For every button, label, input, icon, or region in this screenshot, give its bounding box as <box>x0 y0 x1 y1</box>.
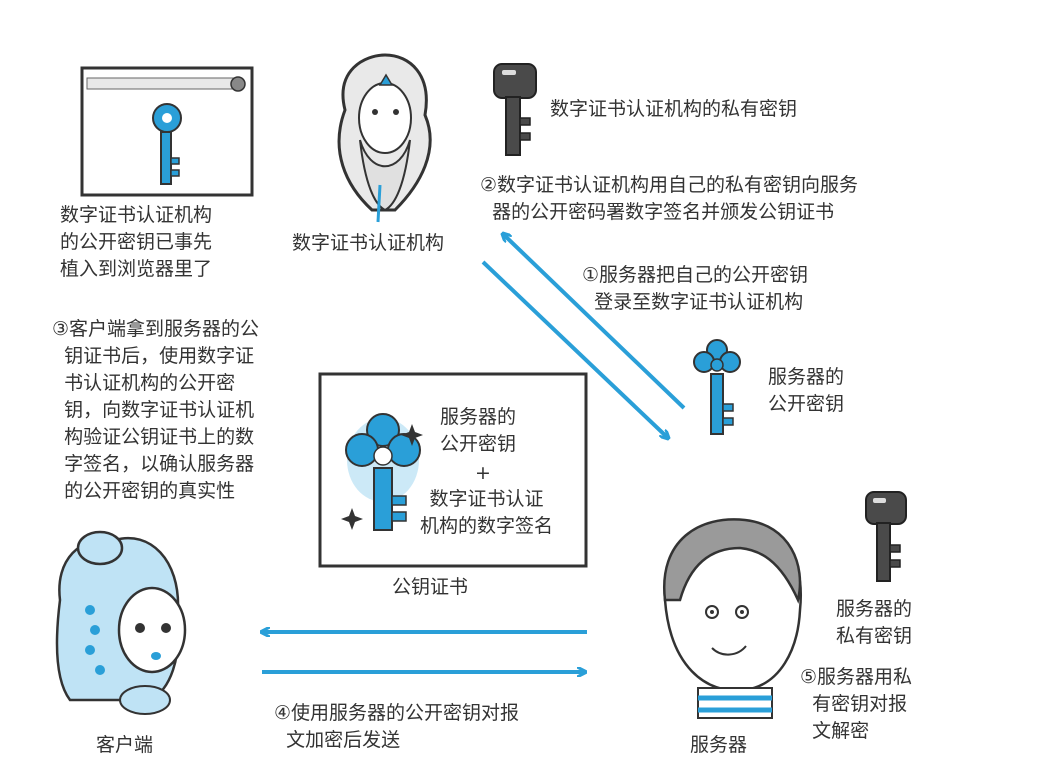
ca-private-key-icon <box>493 63 537 156</box>
step1-text: ①服务器把自己的公开密钥 登录至数字证书认证机构 <box>582 264 809 313</box>
arrow-server-to-ca <box>503 234 686 410</box>
certificate-public-key-text: 服务器的 公开密钥 <box>440 406 517 455</box>
arrow-ca-to-server <box>481 260 668 438</box>
step2-text: ②数字证书认证机构用自己的私有密钥向服务 器的公开密码署数字签名并颁发公钥证书 <box>480 174 859 223</box>
ca-label: 数字证书认证机构 <box>292 232 445 254</box>
certificate-box <box>318 372 588 568</box>
server-public-key-label: 服务器的 公开密钥 <box>768 366 845 415</box>
certificate-plus: + <box>475 462 491 484</box>
server-private-key-icon <box>865 491 907 582</box>
server-private-key-label: 服务器的 私有密钥 <box>836 598 913 647</box>
certificate-signature-text: 数字证书认证 机构的数字签名 <box>420 488 554 537</box>
ca-private-key-label: 数字证书认证机构的私有密钥 <box>550 98 798 120</box>
browser-note: 数字证书认证机构 的公开密钥已事先 植入到浏览器里了 <box>60 204 213 280</box>
certificate-caption: 公钥证书 <box>392 576 469 598</box>
ca-public-key-icon <box>152 103 182 185</box>
server-public-key-icon <box>693 339 741 435</box>
server-label: 服务器 <box>690 734 748 756</box>
client-label: 客户端 <box>96 734 154 756</box>
step5-text: ⑤服务器用私 有密钥对报 文解密 <box>800 666 913 742</box>
server-figure-icon <box>662 518 802 719</box>
ca-figure-icon <box>337 53 432 223</box>
step3-text: ③客户端拿到服务器的公 钥证书后，使用数字证 书认证机构的公开密 钥，向数字证书… <box>52 318 260 502</box>
client-figure-icon <box>55 530 187 715</box>
step4-text: ④使用服务器的公开密钥对报 文加密后发送 <box>274 702 520 751</box>
